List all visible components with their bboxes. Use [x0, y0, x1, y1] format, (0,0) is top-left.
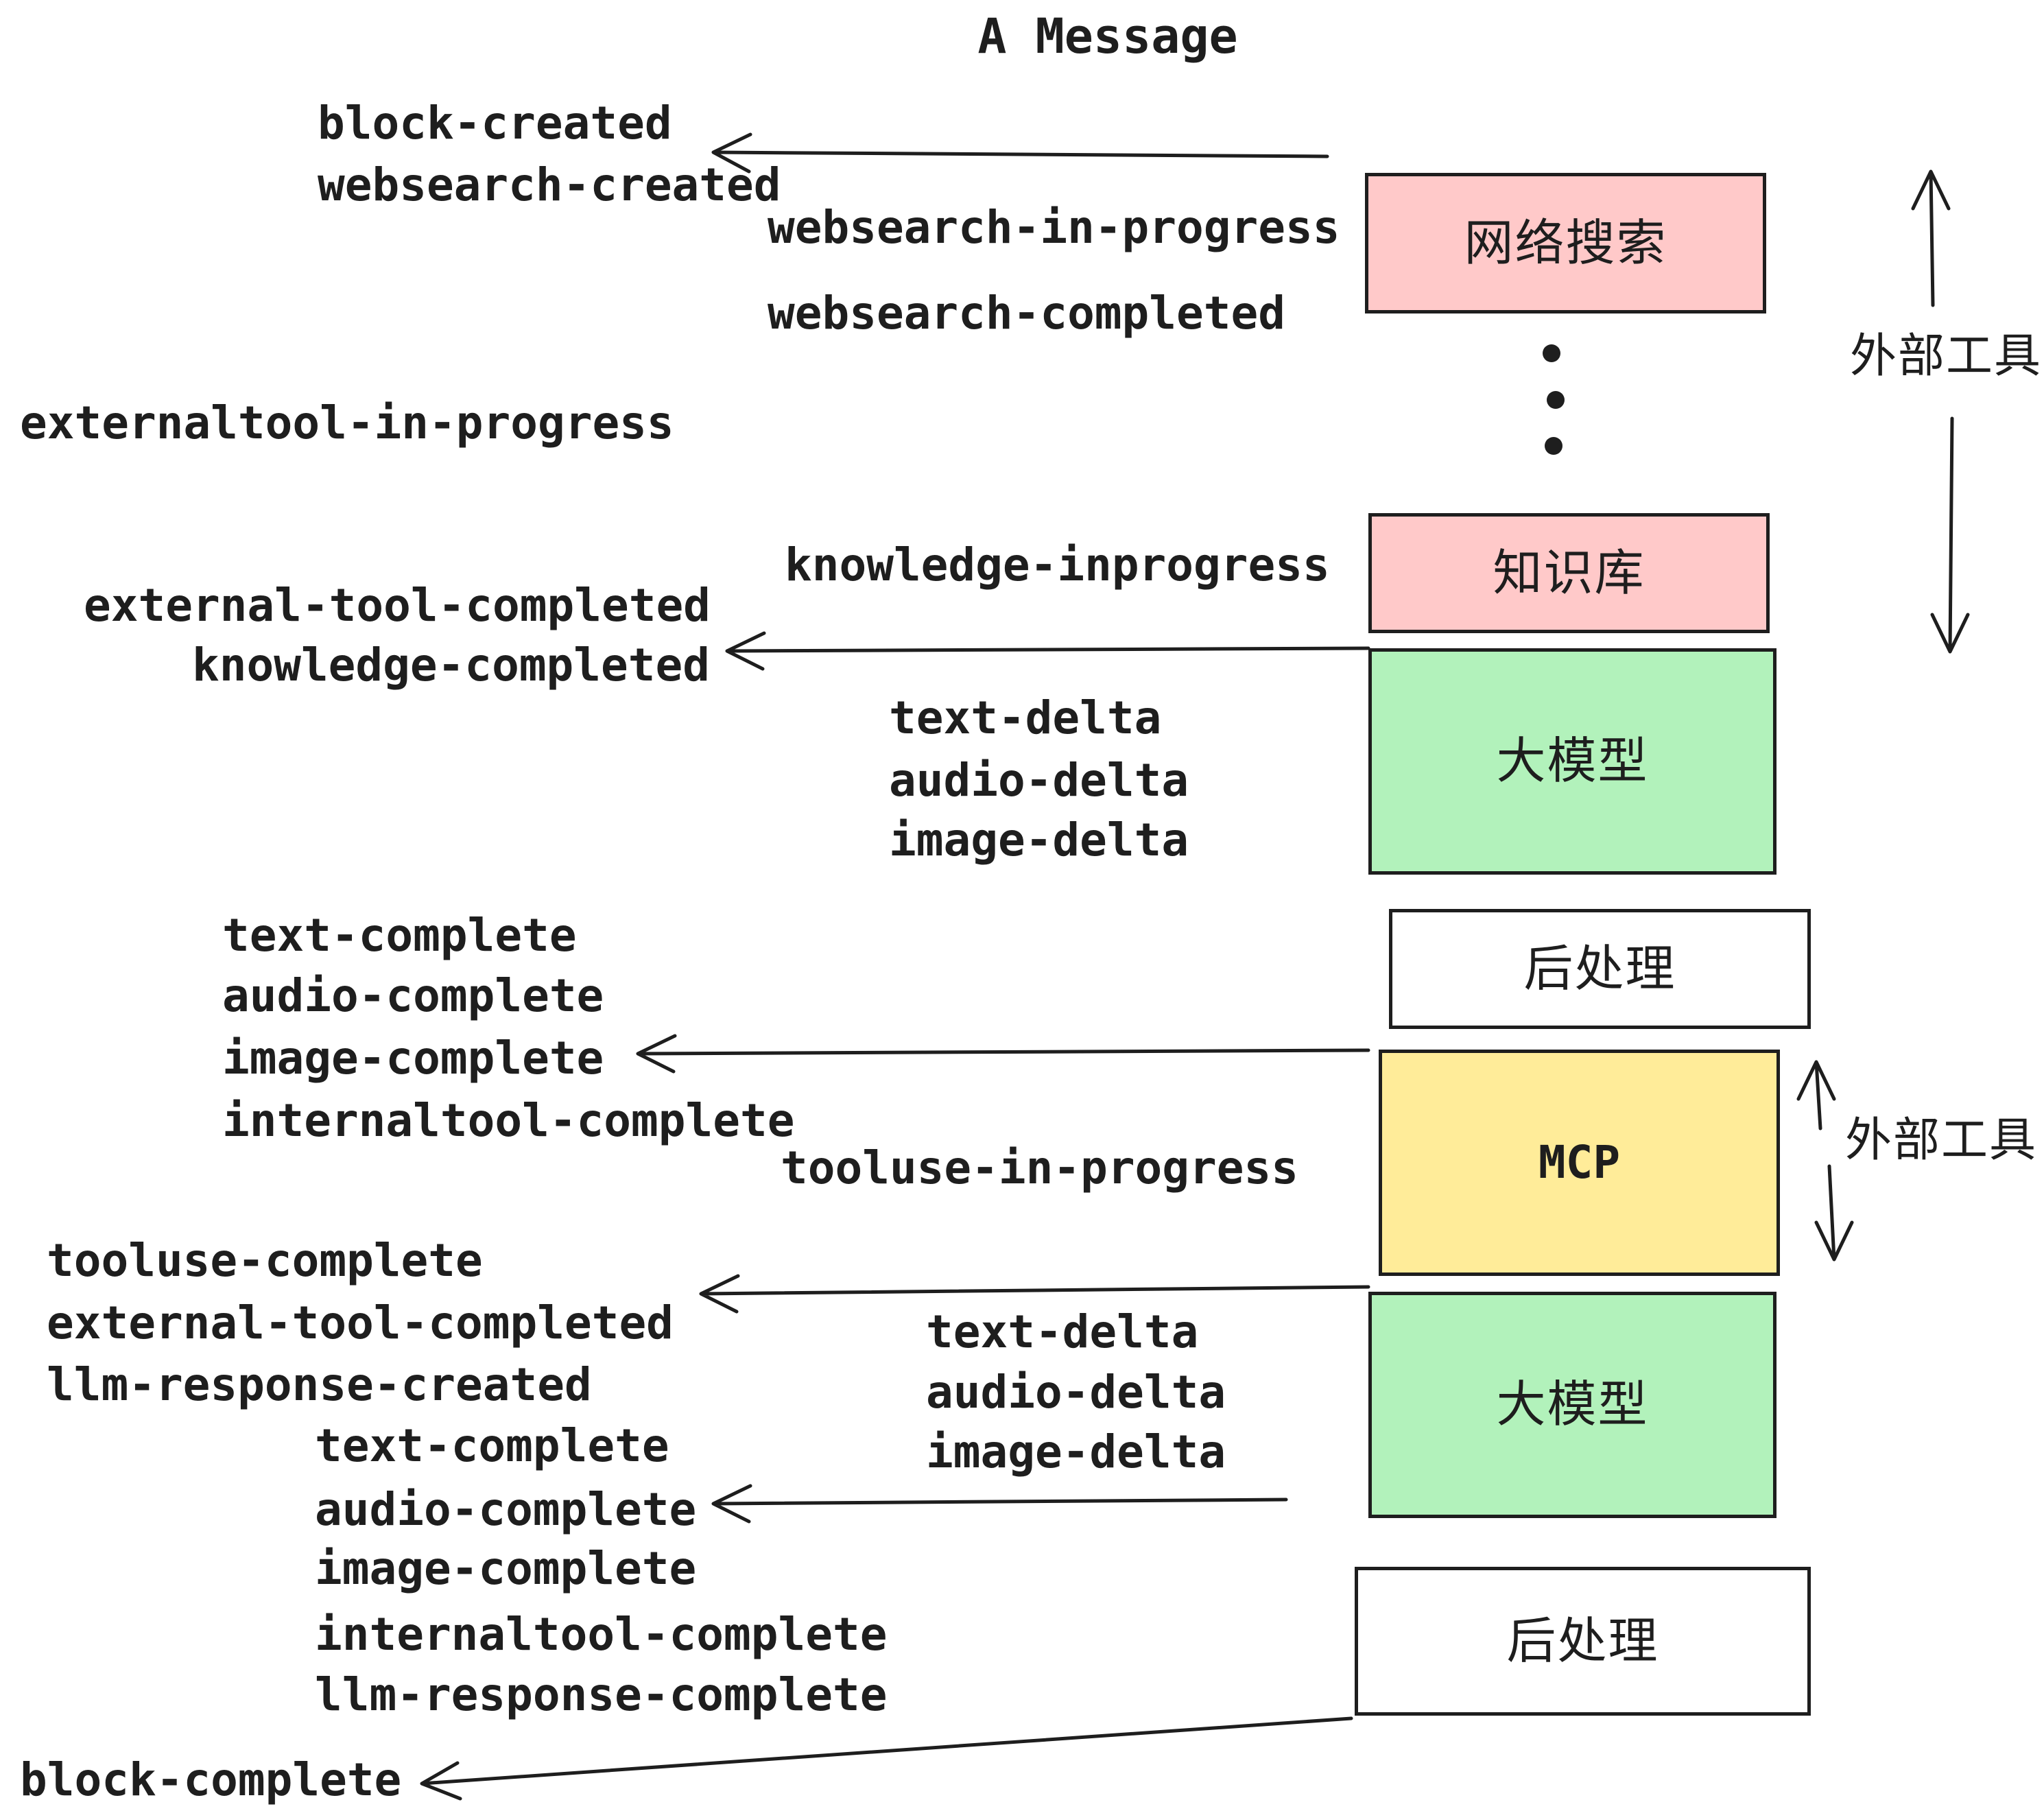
external-tools-label-bottom: 外部工具 [1845, 1114, 2038, 1166]
event-label-internaltool-complete-2: internaltool-complete [315, 1608, 888, 1661]
arrow-external-tools-down-1 [1930, 416, 1970, 654]
event-label-audio-delta-1: audio-delta [889, 754, 1189, 807]
event-label-websearch-created: websearch-created [318, 158, 781, 211]
event-label-websearch-in-progress: websearch-in-progress [768, 201, 1340, 254]
arrow-external-tools-down-2 [1814, 1164, 1854, 1262]
event-label-externaltool-in-progress: externaltool-in-progress [20, 396, 674, 449]
diagram-title: A Message [977, 8, 1238, 64]
event-label-image-complete-2: image-complete [315, 1542, 697, 1595]
event-label-tooluse-complete: tooluse-complete [47, 1234, 483, 1287]
ellipsis-dot-3 [1545, 437, 1562, 455]
arrow-external-tools-up-1 [1911, 169, 1951, 307]
ellipsis-dot-1 [1543, 344, 1560, 362]
event-label-audio-complete-1: audio-complete [222, 969, 604, 1022]
event-label-block-complete: block-complete [20, 1753, 402, 1806]
node-post-process-1-label: 后处理 [1523, 941, 1676, 997]
node-knowledge-base-label: 知识库 [1493, 545, 1645, 601]
node-post-process-2: 后处理 [1355, 1567, 1811, 1716]
arrow-llm1-to-knowledge-completed [725, 631, 1370, 671]
external-tools-label-top: 外部工具 [1850, 330, 2043, 382]
node-llm-2-label: 大模型 [1496, 1377, 1649, 1432]
event-label-knowledge-inprogress: knowledge-inprogress [785, 538, 1330, 591]
event-label-text-delta-1: text-delta [889, 691, 1162, 744]
node-web-search-label: 网络搜索 [1464, 215, 1667, 271]
node-post-process-1: 后处理 [1389, 909, 1811, 1029]
event-label-image-delta-2: image-delta [926, 1425, 1226, 1478]
ellipsis-dot-2 [1547, 391, 1565, 409]
node-knowledge-base: 知识库 [1368, 513, 1770, 633]
event-label-text-complete-2: text-complete [315, 1419, 669, 1472]
arrow-mcp-to-image-complete [636, 1034, 1370, 1074]
event-label-image-complete-1: image-complete [222, 1032, 604, 1085]
node-llm-1: 大模型 [1368, 648, 1776, 875]
arrow-post2-to-block-complete [420, 1716, 1353, 1801]
event-label-image-delta-1: image-delta [889, 814, 1189, 866]
event-label-audio-complete-2: audio-complete [315, 1483, 697, 1536]
node-post-process-2-label: 后处理 [1506, 1613, 1659, 1669]
event-label-audio-delta-2: audio-delta [926, 1366, 1226, 1419]
event-label-llm-response-created: llm-response-created [47, 1358, 592, 1411]
event-label-knowledge-completed: knowledge-completed [192, 639, 710, 691]
node-llm-1-label: 大模型 [1496, 734, 1649, 789]
event-label-external-tool-completed-1: external-tool-completed [84, 579, 711, 632]
event-label-tooluse-in-progress: tooluse-in-progress [781, 1141, 1298, 1194]
event-label-text-complete-1: text-complete [222, 909, 577, 962]
node-llm-2: 大模型 [1368, 1292, 1776, 1518]
event-label-external-tool-completed-2: external-tool-completed [47, 1297, 674, 1349]
node-web-search: 网络搜索 [1365, 173, 1766, 313]
arrow-external-tools-up-2 [1796, 1060, 1836, 1131]
arrow-websearch-to-created [711, 132, 1329, 174]
node-mcp-label: MCP [1538, 1136, 1621, 1189]
node-mcp: MCP [1379, 1050, 1780, 1276]
event-label-internaltool-complete-1: internaltool-complete [222, 1094, 795, 1147]
event-label-llm-response-complete: llm-response-complete [315, 1668, 888, 1721]
event-label-websearch-completed: websearch-completed [768, 287, 1285, 340]
event-label-text-delta-2: text-delta [926, 1305, 1199, 1358]
event-label-block-created: block-created [318, 97, 672, 150]
arrow-llm2-to-audio-complete [711, 1484, 1288, 1524]
